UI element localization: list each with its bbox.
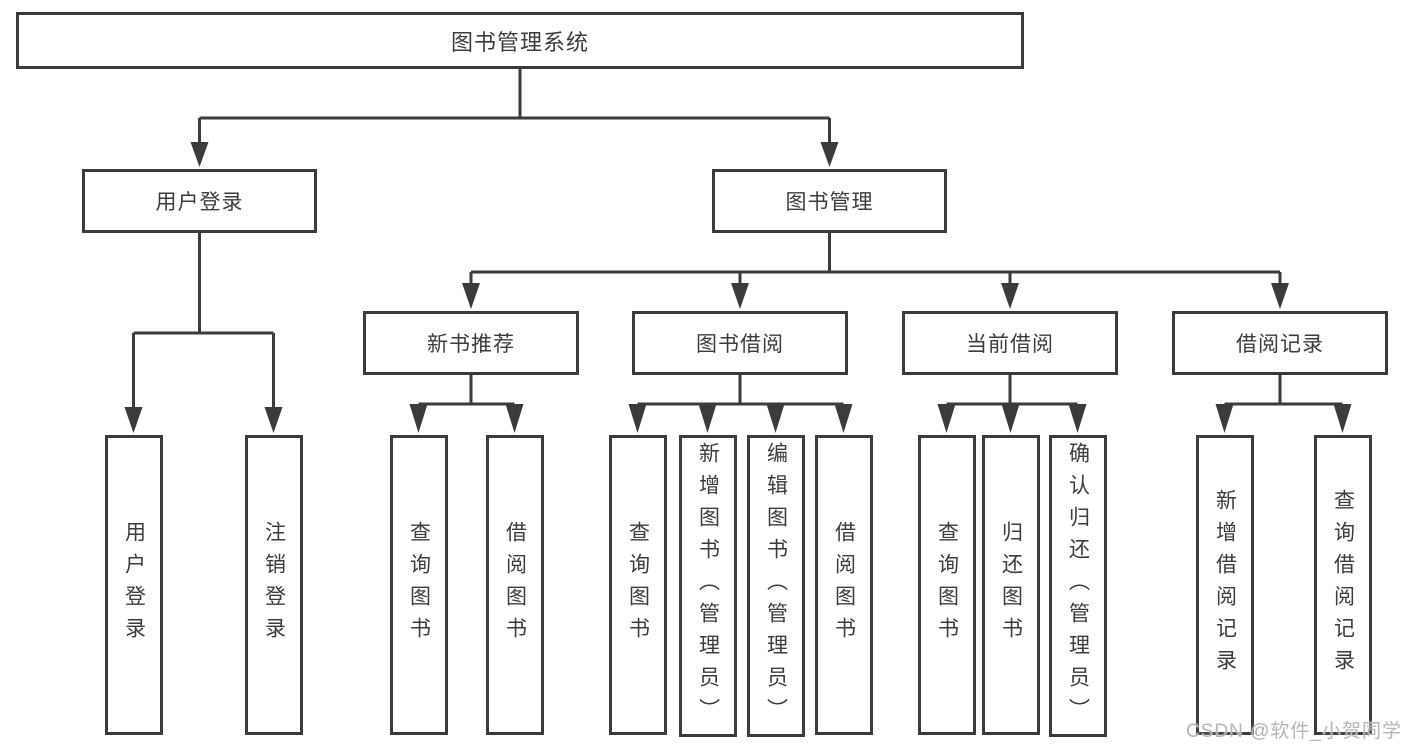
arrowhead — [766, 404, 785, 433]
connector-new-book-recommend — [418, 375, 515, 406]
leaf-edit-books-admin: 编辑图书（管理员） — [747, 435, 805, 737]
leaf-confirm-return-admin: 确认归还（管理员） — [1049, 435, 1107, 737]
node-library-system: 图书管理系统 — [16, 12, 1024, 69]
arrowhead — [1215, 404, 1234, 433]
arrowhead — [834, 404, 853, 433]
arrowhead — [1001, 404, 1020, 433]
arrowhead — [1001, 283, 1019, 309]
arrowhead — [124, 407, 143, 433]
leaf-user-login-label: 用户登录 — [122, 521, 146, 649]
connector-borrow-records — [1224, 375, 1343, 406]
leaf-return-books-label: 归还图书 — [999, 521, 1023, 649]
arrowhead — [1333, 404, 1352, 433]
node-user-login-branch-label: 用户登录 — [155, 191, 244, 214]
leaf-add-borrow-record: 新增借阅记录 — [1196, 435, 1254, 735]
leaf-borrow-books-recommend-label: 借阅图书 — [503, 521, 527, 649]
arrowhead — [1068, 404, 1087, 433]
leaf-edit-books-admin-label: 编辑图书（管理员） — [764, 442, 788, 730]
node-user-login-branch: 用户登录 — [82, 169, 317, 233]
node-current-borrow-label: 当前借阅 — [966, 333, 1054, 356]
leaf-user-login: 用户登录 — [105, 435, 163, 735]
connector-current-borrow — [946, 375, 1078, 406]
leaf-logout: 注销登录 — [245, 435, 303, 735]
leaf-borrow-books: 借阅图书 — [815, 435, 873, 735]
csdn-watermark: CSDN @软件_小贺同学 — [1186, 721, 1402, 742]
leaf-confirm-return-admin-label: 确认归还（管理员） — [1066, 442, 1090, 730]
arrowhead — [505, 404, 524, 433]
leaf-add-books-admin: 新增图书（管理员） — [679, 435, 737, 737]
leaf-query-borrow-record: 查询借阅记录 — [1314, 435, 1372, 735]
arrowhead — [937, 404, 956, 433]
arrowhead — [731, 283, 749, 309]
leaf-query-books-recommend: 查询图书 — [390, 435, 448, 735]
leaf-query-books-current-label: 查询图书 — [935, 521, 959, 649]
node-borrow-records: 借阅记录 — [1172, 311, 1388, 375]
arrowhead — [264, 407, 283, 433]
node-book-borrow-label: 图书借阅 — [696, 333, 784, 356]
leaf-return-books: 归还图书 — [982, 435, 1040, 735]
leaf-logout-label: 注销登录 — [262, 521, 286, 649]
arrowhead — [628, 404, 647, 433]
arrowhead — [698, 404, 717, 433]
node-book-borrow: 图书借阅 — [632, 311, 848, 375]
node-book-management-label: 图书管理 — [785, 191, 874, 214]
connector-root — [198, 69, 831, 146]
arrowhead — [190, 142, 209, 167]
leaf-query-borrow-record-label: 查询借阅记录 — [1331, 489, 1355, 681]
arrowhead — [820, 142, 839, 167]
node-current-borrow: 当前借阅 — [902, 311, 1118, 375]
arrowhead — [462, 283, 480, 309]
leaf-query-books-borrow-label: 查询图书 — [626, 521, 650, 649]
connector-user-login — [132, 233, 275, 410]
leaf-borrow-books-label: 借阅图书 — [832, 521, 856, 649]
leaf-borrow-books-recommend: 借阅图书 — [486, 435, 544, 735]
connector-book-management — [469, 233, 1282, 286]
node-book-management: 图书管理 — [712, 169, 947, 233]
node-library-system-label: 图书管理系统 — [450, 29, 589, 55]
leaf-query-books-recommend-label: 查询图书 — [407, 521, 431, 649]
node-borrow-records-label: 借阅记录 — [1236, 333, 1324, 356]
connector-book-borrow — [637, 375, 844, 406]
leaf-add-books-admin-label: 新增图书（管理员） — [696, 442, 720, 730]
node-new-book-recommend-label: 新书推荐 — [427, 333, 515, 356]
leaf-query-books-borrow: 查询图书 — [609, 435, 667, 735]
arrowhead — [409, 404, 428, 433]
node-new-book-recommend: 新书推荐 — [363, 311, 579, 375]
leaf-add-borrow-record-label: 新增借阅记录 — [1213, 489, 1237, 681]
leaf-query-books-current: 查询图书 — [918, 435, 976, 735]
arrowhead — [1271, 283, 1289, 309]
